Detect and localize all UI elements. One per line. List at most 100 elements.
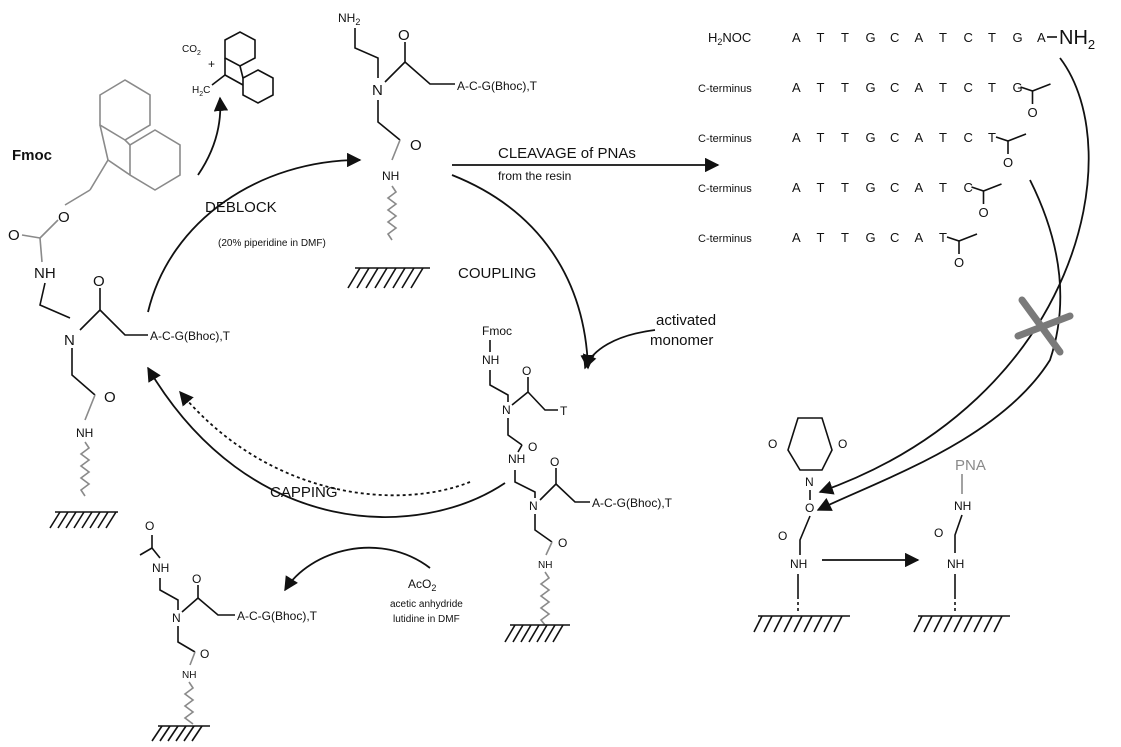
capping-conditions-1: acetic anhydride (390, 599, 463, 610)
dibenzofulvene-byproduct: CO2 + H2C (182, 31, 274, 104)
nucleobase-letter: G (1013, 80, 1023, 95)
urea-o: O (934, 526, 943, 540)
cap-oxygen: O (979, 205, 989, 220)
byproduct-arrow (197, 96, 229, 176)
coupled-resin-nh: NH (538, 560, 552, 571)
nucleobase-letter: T (939, 80, 947, 95)
nucleobase-letter: T (817, 130, 825, 145)
n-terminus-nh2: NH2 (1059, 27, 1095, 52)
coupling-to-surface-arrow (818, 57, 1090, 495)
nhs-o-left: O (768, 437, 777, 451)
acetyl-cap (995, 133, 1027, 154)
capping-branch-arrow (284, 546, 431, 592)
coupling-arrow (451, 174, 595, 370)
monomer-label: monomer (650, 332, 713, 349)
cleavage-label-2: from the resin (498, 169, 571, 183)
amide-o-top2: O (398, 27, 410, 44)
cap-oxygen: O (1003, 155, 1013, 170)
return-arrow (147, 366, 506, 518)
nucleobase-letter: G (866, 30, 876, 45)
resin-hatch-bottom (151, 725, 210, 742)
capping-label: CAPPING (270, 484, 338, 501)
nucleobase-letter: C (964, 130, 973, 145)
nucleobase-letter: G (866, 180, 876, 195)
monomer-arrow (582, 329, 656, 370)
nhs-carbonyl-o: O (778, 529, 787, 543)
nucleobase-letter: T (841, 30, 849, 45)
nhs-ester-surface: O O N O O NH (753, 417, 850, 633)
urea-nh-top: NH (954, 499, 971, 513)
nucleobase-letter: T (817, 180, 825, 195)
sequence-prefix: C-terminus (698, 133, 752, 145)
coupled-o2: O (528, 440, 537, 454)
capped-o3: O (200, 647, 209, 661)
blocked-cross-icon (1014, 296, 1074, 356)
nucleobase-letter: T (988, 130, 996, 145)
coupled-o4: O (558, 536, 567, 550)
capping-conditions-2: lutidine in DMF (393, 614, 460, 625)
coupled-o3: O (550, 455, 559, 469)
deblock-conditions: (20% piperidine in DMF) (218, 238, 326, 249)
coupled-nh: NH (482, 353, 499, 367)
cycle-arrows (147, 96, 720, 592)
nucleobase-letter: G (866, 230, 876, 245)
fluorene-ring (89, 79, 181, 191)
sequence-label-left: A-C-G(Bhoc),T (150, 329, 231, 343)
resin-nh-top: NH (382, 169, 399, 183)
coupled-t: T (560, 404, 568, 418)
nucleobase-letter: T (817, 30, 825, 45)
carbonyl-oxygen: O (8, 227, 20, 244)
backbone-n: N (64, 332, 75, 349)
coupled-n2: N (529, 499, 538, 513)
cap-oxygen: O (954, 255, 964, 270)
backbone-n-top: N (372, 82, 383, 99)
nucleobase-letter: T (988, 80, 996, 95)
nucleobase-letter: C (890, 180, 899, 195)
sequence-label-right: A-C-G(Bhoc),T (592, 496, 673, 510)
nucleobase-letter: A (792, 180, 801, 195)
resin-hatch-left (49, 511, 118, 529)
activated-label: activated (656, 312, 716, 329)
coupling-label: COUPLING (458, 265, 536, 282)
nucleobase-letter: T (939, 180, 947, 195)
nucleobase-letter: T (939, 30, 947, 45)
nucleobase-letter: G (866, 80, 876, 95)
nucleobase-letter: C (964, 180, 973, 195)
sequence-prefix: C-terminus (698, 83, 752, 95)
nucleobase-letter: T (841, 230, 849, 245)
cleavage-label-1: CLEAVAGE of PNAs (498, 145, 636, 162)
coupled-o1: O (522, 364, 531, 378)
nhs-o-right: O (838, 437, 847, 451)
co2-label: CO2 (182, 44, 201, 57)
nucleobase-letter: C (890, 230, 899, 245)
amide-o-top3: O (410, 137, 422, 154)
nucleobase-letter: C (890, 30, 899, 45)
acetyl-cap (971, 183, 1002, 204)
nucleobase-letter: A (915, 30, 924, 45)
nucleobase-letter: C (964, 30, 973, 45)
capping-dashed-arrow (179, 390, 471, 497)
capped-o-top: O (145, 519, 154, 533)
capped-resin-nh: NH (182, 670, 196, 681)
coupled-pna-structure: Fmoc NH N O T O NH N O A-C-G(Bhoc),T O N… (482, 324, 673, 643)
h2c-label: H2C (192, 85, 210, 98)
coupled-nh2: NH (508, 452, 525, 466)
fmoc-pna-structure: Fmoc O O NH N O A-C-G(Bhoc),T O NH (8, 79, 231, 529)
nucleobase-letter: G (866, 130, 876, 145)
resin-hatch-right (504, 624, 570, 643)
nucleobase-letter: A (792, 30, 801, 45)
nucleobase-letter: C (890, 130, 899, 145)
coupled-n: N (502, 403, 511, 417)
amide-o-bottom: O (104, 389, 116, 406)
surface-nh-left: NH (790, 557, 807, 571)
nucleobase-letter: T (841, 80, 849, 95)
nucleobase-letter: A (792, 130, 801, 145)
nucleobase-letter: A (792, 230, 801, 245)
sequence-prefix: C-terminus (698, 233, 752, 245)
amine-nh: NH (34, 265, 56, 282)
amide-o-top: O (93, 273, 105, 290)
capped-pna-structure: O NH N O A-C-G(Bhoc),T O NH (139, 519, 318, 742)
fmoc-label-coupled: Fmoc (482, 324, 512, 338)
